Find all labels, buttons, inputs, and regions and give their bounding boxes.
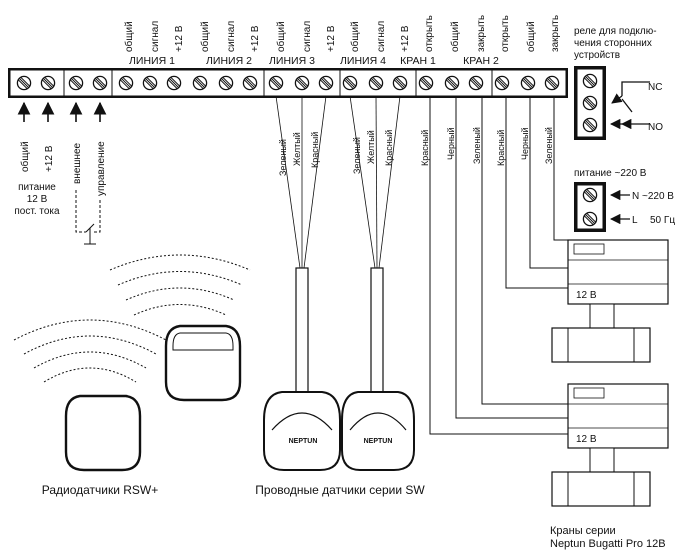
valve-voltage-label: 12 В [576, 290, 597, 301]
bottom-left-labels: общий +12 В внешнее управление [19, 141, 107, 196]
power-ac-l: L [632, 215, 638, 226]
wire-label: Желтый [366, 130, 376, 164]
sensor-brand-label: NEPTUN [289, 438, 318, 445]
external-switch-icon [75, 190, 101, 245]
wire-label: Желтый [292, 132, 302, 166]
valve-voltage-label: 12 В [576, 434, 597, 445]
caption-radio-sensors: Радиодатчики RSW+ [42, 483, 159, 497]
wire-label: Красный [384, 130, 394, 166]
pin-label: внешнее [72, 142, 83, 184]
wire-label: Красный [310, 132, 320, 168]
relay-block: NC NO [574, 66, 663, 140]
pin-label: +12 В [44, 145, 55, 172]
wired-sensor-2: NEPTUN [341, 267, 415, 471]
wire-label: Красный [420, 130, 430, 166]
wire-label: Зеленый [472, 127, 482, 164]
pin-label: управление [96, 141, 107, 196]
input-arrows [17, 101, 107, 122]
relay-title-line: чения сторонних [574, 38, 652, 49]
pin-label: сигнал [302, 21, 313, 52]
radio-waves [13, 254, 251, 383]
wired-sensor-1: NEPTUN [263, 267, 341, 471]
wire-label: Зеленый [278, 139, 288, 176]
valve-wire-labels: Красный Черный Зеленый Красный Черный Зе… [420, 127, 554, 166]
pin-label: +12 В [326, 25, 337, 52]
relay-title: реле для подклю- чения сторонних устройс… [574, 26, 657, 61]
pin-label: общий [275, 21, 287, 52]
pin-label: общий [349, 21, 361, 52]
group-label-line4: ЛИНИЯ 4 [340, 55, 386, 67]
sensor-brand-label: NEPTUN [364, 438, 393, 445]
pin-label: закрыть [476, 15, 487, 52]
power-ac-freq: 50 Гц [650, 215, 675, 226]
power-ac-title: питание ~220 В [574, 168, 647, 179]
pin-label: закрыть [550, 15, 561, 52]
power-ac-n: N ~220 В [632, 191, 674, 202]
pin-label: сигнал [226, 21, 237, 52]
radio-sensor-2 [164, 324, 242, 402]
wire-label: Зеленый [352, 137, 362, 174]
pin-label: +12 В [400, 25, 411, 52]
pin-label: общий [199, 21, 211, 52]
power-dc-label: питание 12 В пост. тока [14, 182, 60, 217]
caption-valves-line1: Краны серии [550, 525, 616, 537]
wire-label: Зеленый [544, 127, 554, 164]
relay-nc-label: NC [648, 82, 662, 93]
relay-title-line: устройств [574, 50, 620, 61]
wire-label: Черный [446, 128, 456, 160]
pin-label: сигнал [376, 21, 387, 52]
pin-label: общий [525, 21, 537, 52]
group-label-line1: ЛИНИЯ 1 [129, 55, 175, 67]
pin-label: +12 В [250, 25, 261, 52]
group-label-line3: ЛИНИЯ 3 [269, 55, 315, 67]
wire-label: Черный [520, 128, 530, 160]
pin-label: открыть [424, 15, 435, 52]
relay-no-label: NO [648, 122, 663, 133]
valve-top: 12 В [551, 239, 669, 363]
group-label-valve1: КРАН 1 [400, 55, 436, 67]
pin-label: сигнал [150, 21, 161, 52]
sensor-wire-labels: Зеленый Желтый Красный Зеленый Желтый Кр… [278, 130, 394, 176]
top-pin-labels: общий сигнал +12 В общий сигнал +12 В об… [123, 15, 561, 52]
sensor-cables [275, 95, 401, 269]
pin-label: общий [19, 141, 31, 172]
terminal-block [8, 68, 568, 98]
relay-title-line: реле для подклю- [574, 26, 657, 37]
power-dc-line3: пост. тока [14, 206, 60, 217]
group-label-line2: ЛИНИЯ 2 [206, 55, 252, 67]
power-dc-line1: питание [18, 182, 56, 193]
pin-label: общий [449, 21, 461, 52]
pin-label: общий [123, 21, 135, 52]
power-dc-line2: 12 В [27, 194, 48, 205]
pin-label: открыть [500, 15, 511, 52]
group-labels: ЛИНИЯ 1 ЛИНИЯ 2 ЛИНИЯ 3 ЛИНИЯ 4 КРАН 1 К… [129, 55, 499, 67]
pin-label: +12 В [174, 25, 185, 52]
valve-cables [429, 96, 568, 435]
wire-label: Красный [496, 130, 506, 166]
caption-wired-sensors: Проводные датчики серии SW [255, 483, 425, 497]
radio-sensor-1 [64, 394, 142, 472]
caption-valves-line2: Neptun Bugatti Pro 12В [550, 538, 666, 550]
valve-bottom: 12 В [551, 383, 669, 507]
power-ac-block: N ~220 В L 50 Гц [574, 182, 675, 232]
group-label-valve2: КРАН 2 [463, 55, 499, 67]
